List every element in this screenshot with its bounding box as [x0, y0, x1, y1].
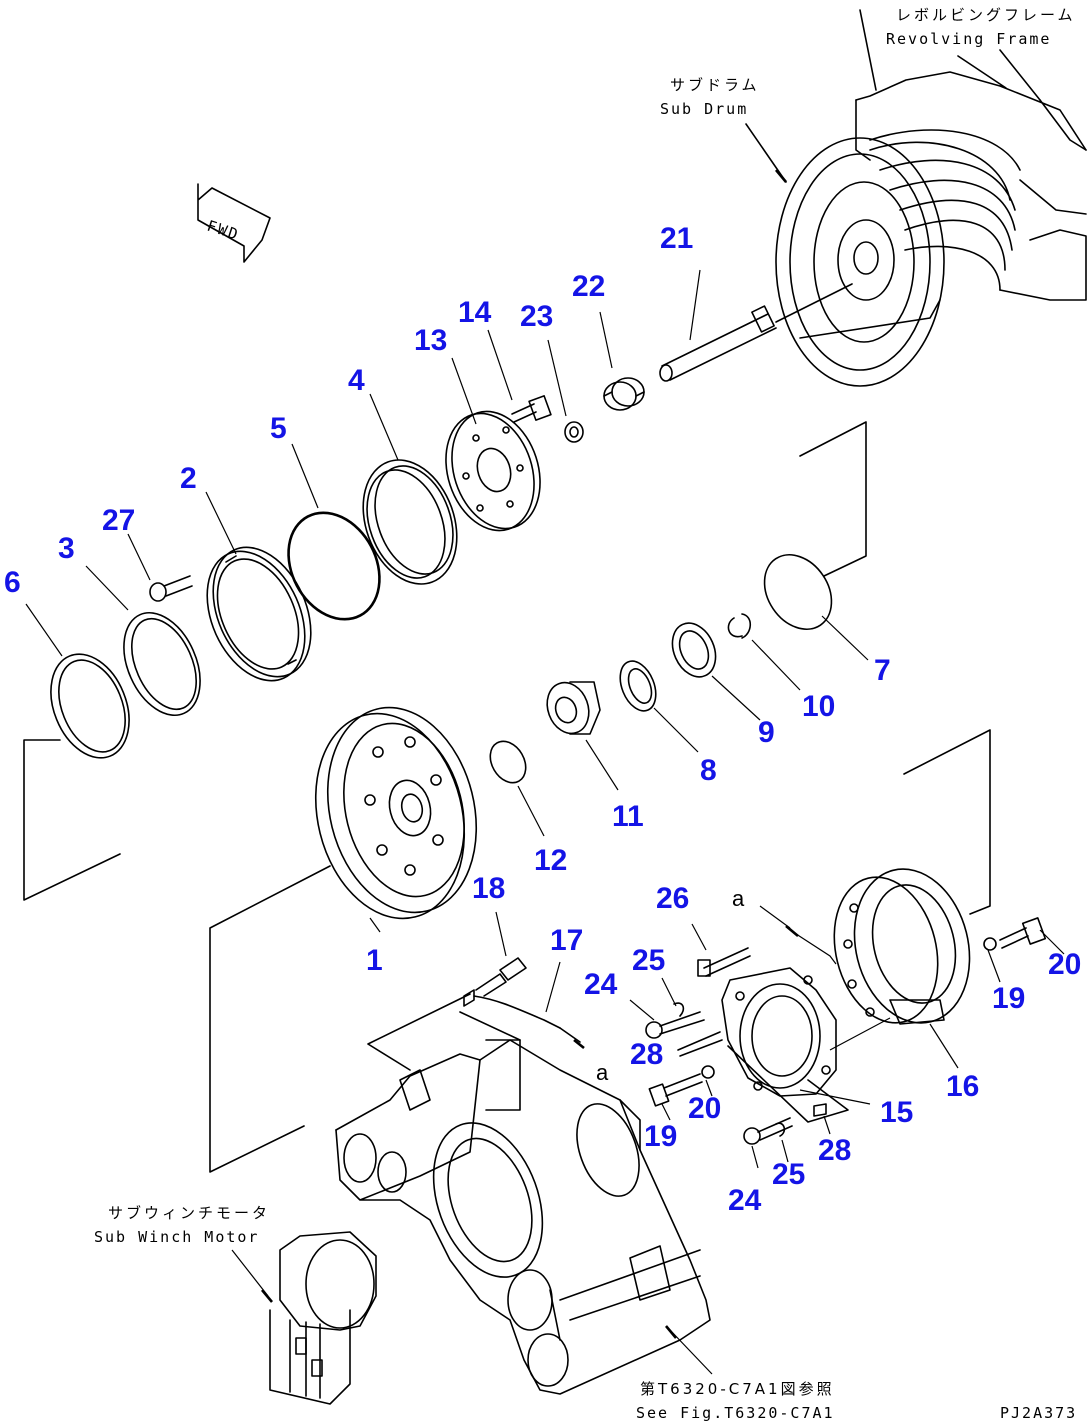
callout-14: 14 — [458, 296, 492, 329]
fwd-arrow-icon: FWD — [197, 183, 271, 263]
callout-8: 8 — [700, 754, 717, 787]
callout-17: 17 — [550, 924, 583, 957]
revolving-frame-label-jp: レボルビングフレーム — [896, 6, 1076, 24]
part-10-spacer — [727, 613, 801, 691]
part-11-sun-gear — [546, 681, 619, 791]
part-15-motor-adapter — [721, 967, 891, 1123]
sub-drum-label-en: Sub Drum — [660, 100, 748, 118]
part-23-nut — [547, 339, 584, 443]
callout-21: 21 — [660, 222, 693, 255]
callout-5: 5 — [270, 412, 287, 445]
callout-9: 9 — [758, 716, 775, 749]
sub-winch-motor-label-en: Sub Winch Motor — [94, 1228, 259, 1246]
callout-24-upper: 24 — [584, 968, 618, 1001]
callout-16: 16 — [946, 1070, 979, 1103]
callout-4: 4 — [348, 364, 365, 397]
part-24-28-bolts-lower — [743, 1103, 831, 1169]
see-fig-label-jp: 第T6320-C7A1図参照 — [640, 1380, 835, 1398]
callout-22: 22 — [572, 270, 605, 303]
ref-mark-a-upper: a — [732, 886, 745, 911]
sub-winch-motor-label-jp: サブウィンチモータ — [108, 1204, 270, 1222]
callout-26: 26 — [656, 882, 689, 915]
callout-25-lower: 25 — [772, 1158, 805, 1191]
part-8-ring — [619, 660, 699, 753]
part-4-ring-gear — [362, 393, 458, 585]
part-16-reduction-housing — [759, 729, 991, 1069]
ref-mark-a-lower: a — [596, 1060, 609, 1085]
callout-12: 12 — [534, 844, 567, 877]
callout-23: 23 — [520, 300, 553, 333]
callout-11: 11 — [612, 800, 644, 833]
part-19-20-bolt-left — [648, 1065, 715, 1121]
callout-19-left: 19 — [644, 1120, 677, 1153]
part-22-bearing — [599, 311, 645, 411]
callout-2: 2 — [180, 462, 197, 495]
part-6-ring — [23, 603, 130, 901]
part-14-bolt — [487, 329, 552, 423]
callout-13: 13 — [414, 324, 447, 357]
callout-6: 6 — [4, 566, 21, 599]
callout-20-left: 20 — [688, 1092, 721, 1125]
part-12-o-ring — [489, 740, 545, 837]
drawing-code: PJ2A373 — [1000, 1404, 1077, 1422]
part-1-drum — [209, 706, 478, 1173]
part-17-18-sensor-harness — [367, 911, 585, 1071]
callout-3: 3 — [58, 532, 75, 565]
part-9-seal — [671, 622, 761, 721]
part-27-bolt — [127, 533, 193, 602]
callout-24-lower: 24 — [728, 1184, 762, 1217]
see-fig-label-en: See Fig.T6320-C7A1 — [636, 1404, 835, 1422]
part-3-snap-ring — [85, 565, 201, 717]
part-21-shaft — [659, 269, 853, 382]
sub-drum-assembly — [745, 9, 1087, 387]
callout-19-right: 19 — [992, 982, 1025, 1015]
part-7-o-ring — [763, 421, 869, 661]
callout-28-upper: 28 — [630, 1038, 663, 1071]
callout-7: 7 — [874, 654, 891, 687]
callout-25-upper: 25 — [632, 944, 665, 977]
revolving-frame-label-en: Revolving Frame — [886, 30, 1051, 48]
part-19-20-bolt-right — [983, 917, 1065, 983]
winch-mount-frame — [335, 1039, 713, 1395]
callout-15: 15 — [880, 1096, 913, 1129]
part-5-o-ring — [287, 443, 381, 621]
svg-text:FWD: FWD — [205, 217, 242, 244]
callout-18: 18 — [472, 872, 505, 905]
callout-1: 1 — [366, 944, 383, 977]
part-24-28-bolts-upper — [629, 923, 751, 1057]
part-13-flange — [445, 357, 541, 532]
part-2-brake-housing — [205, 491, 312, 682]
callout-28-lower: 28 — [818, 1134, 851, 1167]
callout-10: 10 — [802, 690, 835, 723]
sub-winch-motor — [231, 1231, 377, 1405]
callout-27: 27 — [102, 504, 135, 537]
callout-20-right: 20 — [1048, 948, 1081, 981]
sub-drum-label-jp: サブドラム — [670, 76, 760, 94]
